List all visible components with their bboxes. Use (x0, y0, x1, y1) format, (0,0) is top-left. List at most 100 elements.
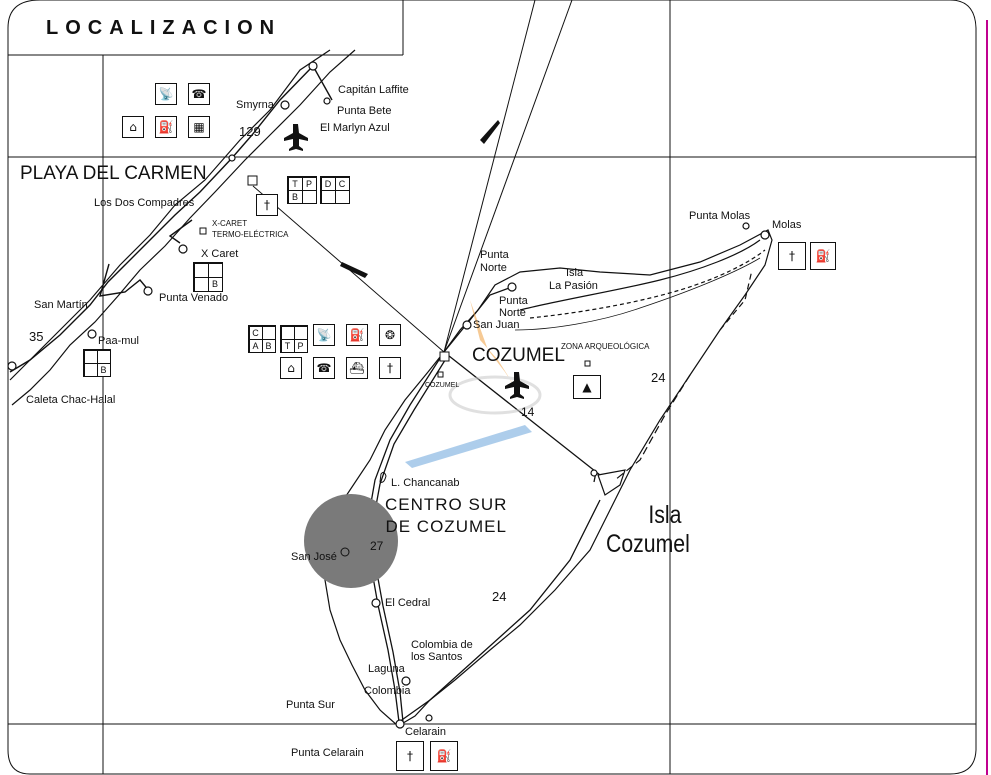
map-icon: ▦ (188, 116, 210, 138)
label-isla-la-pasion-2: La Pasión (549, 280, 598, 292)
archaeological-site-icon: ▲ (573, 375, 601, 399)
label-punta-venado: Punta Venado (159, 292, 229, 304)
service-code-empty (280, 325, 295, 340)
service-code-p: P (293, 338, 308, 353)
service-code-empty (83, 362, 98, 377)
service-code-p: P (301, 176, 317, 191)
service-code-c: C (248, 325, 263, 340)
service-box-dc: D C (320, 176, 350, 204)
label-zona-arqueologica: ZONA ARQUEOLÓGICA (561, 342, 650, 351)
service-code-b: B (261, 338, 276, 353)
san-jose-marker (340, 547, 350, 557)
label-san-juan: San Juan (473, 319, 520, 331)
island-label-line2: Cozumel (606, 530, 690, 558)
hotel-icon: ⌂ (280, 357, 302, 379)
label-punta-norte: Punta Norte (480, 249, 509, 274)
service-code-a: A (248, 338, 263, 353)
service-code-c: C (334, 176, 350, 191)
telephone-icon: ☎ (313, 357, 335, 379)
service-box-xcaret: B (193, 262, 223, 292)
label-punta-bete: Punta Bete (337, 105, 392, 117)
island-label-line1: Isla (648, 501, 682, 529)
region-label: CENTRO SUR DE COZUMEL (385, 494, 507, 538)
label-colombia-de-los-santos-2: los Santos (411, 651, 463, 663)
service-code-t: T (280, 338, 295, 353)
label-punta-molas: Punta Molas (689, 210, 751, 222)
service-code-d: D (320, 176, 336, 191)
fuel-pump-icon: ⛽ (430, 741, 458, 771)
region-label-line1: CENTRO SUR (385, 495, 508, 514)
hotel-icon: ⌂ (122, 116, 144, 138)
ship-icon: ⛴ (346, 357, 368, 379)
lighthouse-icon: † (379, 357, 401, 379)
logo-watermark (448, 300, 542, 415)
service-code-empty (293, 325, 308, 340)
service-code-empty (207, 262, 223, 278)
service-code-b: B (207, 276, 223, 292)
radio-tower-icon: 📡 (155, 83, 177, 105)
airport-icon (284, 124, 529, 399)
fuel-pump-icon: ⛽ (346, 324, 368, 346)
label-el-marlyn-azul: El Marlyn Azul (320, 122, 390, 134)
road-number-24-north: 24 (651, 370, 666, 385)
label-los-dos-compadres: Los Dos Compadres (94, 197, 195, 209)
mainland-coast (9, 49, 356, 406)
service-code-empty (193, 262, 209, 278)
label-l-chancanab: L. Chancanab (391, 477, 460, 489)
service-box-c-ab: C A B (248, 325, 276, 353)
service-code-b: B (287, 189, 303, 204)
label-punta-celarain: Punta Celarain (291, 747, 364, 759)
label-caleta-chac-halal: Caleta Chac-Halal (26, 394, 116, 406)
ship-icon (340, 120, 500, 278)
service-code-empty (320, 189, 336, 204)
label-playa-del-carmen: PLAYA DEL CARMEN (20, 163, 207, 184)
service-code-b: B (96, 362, 111, 377)
label-capitan-laffite: Capitán Laffite (338, 84, 409, 96)
label-cozumel: COZUMEL (472, 345, 565, 366)
service-code-empty (193, 276, 209, 292)
service-code-empty (334, 189, 350, 204)
label-smyrna: Smyrna (236, 99, 274, 111)
label-isla-la-pasion-1: Isla (566, 267, 584, 279)
label-punta-sur: Punta Sur (286, 699, 335, 711)
sea-streak (405, 425, 532, 468)
telephone-icon: ☎ (188, 83, 210, 105)
road-number-129: 129 (239, 124, 261, 139)
service-code-empty (96, 349, 111, 364)
centro-sur-highlight (304, 494, 398, 588)
radio-tower-icon: 📡 (313, 324, 335, 346)
service-code-t: T (287, 176, 303, 191)
label-xcaret-termo-1: X-CARET (212, 219, 248, 228)
lighthouse-icon: † (778, 242, 806, 270)
road-number-27: 27 (370, 539, 384, 553)
label-paa-mul: Paa-mul (98, 335, 139, 347)
service-box-paamul: B (83, 349, 111, 377)
road-number-35: 35 (29, 329, 44, 344)
label-xcaret-termo-2: TERMO-ELÉCTRICA (212, 230, 289, 239)
label-san-martin: San Martín (34, 299, 88, 311)
label-xcaret: X Caret (201, 248, 239, 260)
fuel-pump-icon: ⛽ (810, 242, 836, 270)
label-san-jose: San José (291, 551, 337, 563)
mainland-highway (9, 65, 333, 373)
lighthouse-icon: † (396, 741, 424, 771)
service-box-t-p: T P (280, 325, 308, 353)
label-celarain: Celarain (405, 726, 446, 738)
road-number-14: 14 (521, 405, 535, 419)
lighthouse-icon: † (256, 194, 278, 216)
lagoon-shape (379, 471, 387, 483)
map-title: LOCALIZACION (46, 17, 282, 39)
service-code-empty (301, 189, 317, 204)
satellite-dish-icon: ❂ (379, 324, 401, 346)
label-laguna-colombia-1: Laguna (368, 663, 405, 675)
map-frame (7, 0, 977, 775)
label-laguna-colombia-2: Colombia (364, 685, 411, 697)
gas-station-icon: ⛽ (155, 116, 177, 138)
label-cozumel-small: COZUMEL (425, 382, 460, 389)
service-box-tp-b: T P B (287, 176, 317, 204)
island-label: Isla Cozumel (606, 501, 690, 559)
region-label-line2: DE COZUMEL (385, 517, 507, 536)
road-number-24-south: 24 (492, 589, 507, 604)
label-el-cedral: El Cedral (385, 597, 431, 609)
